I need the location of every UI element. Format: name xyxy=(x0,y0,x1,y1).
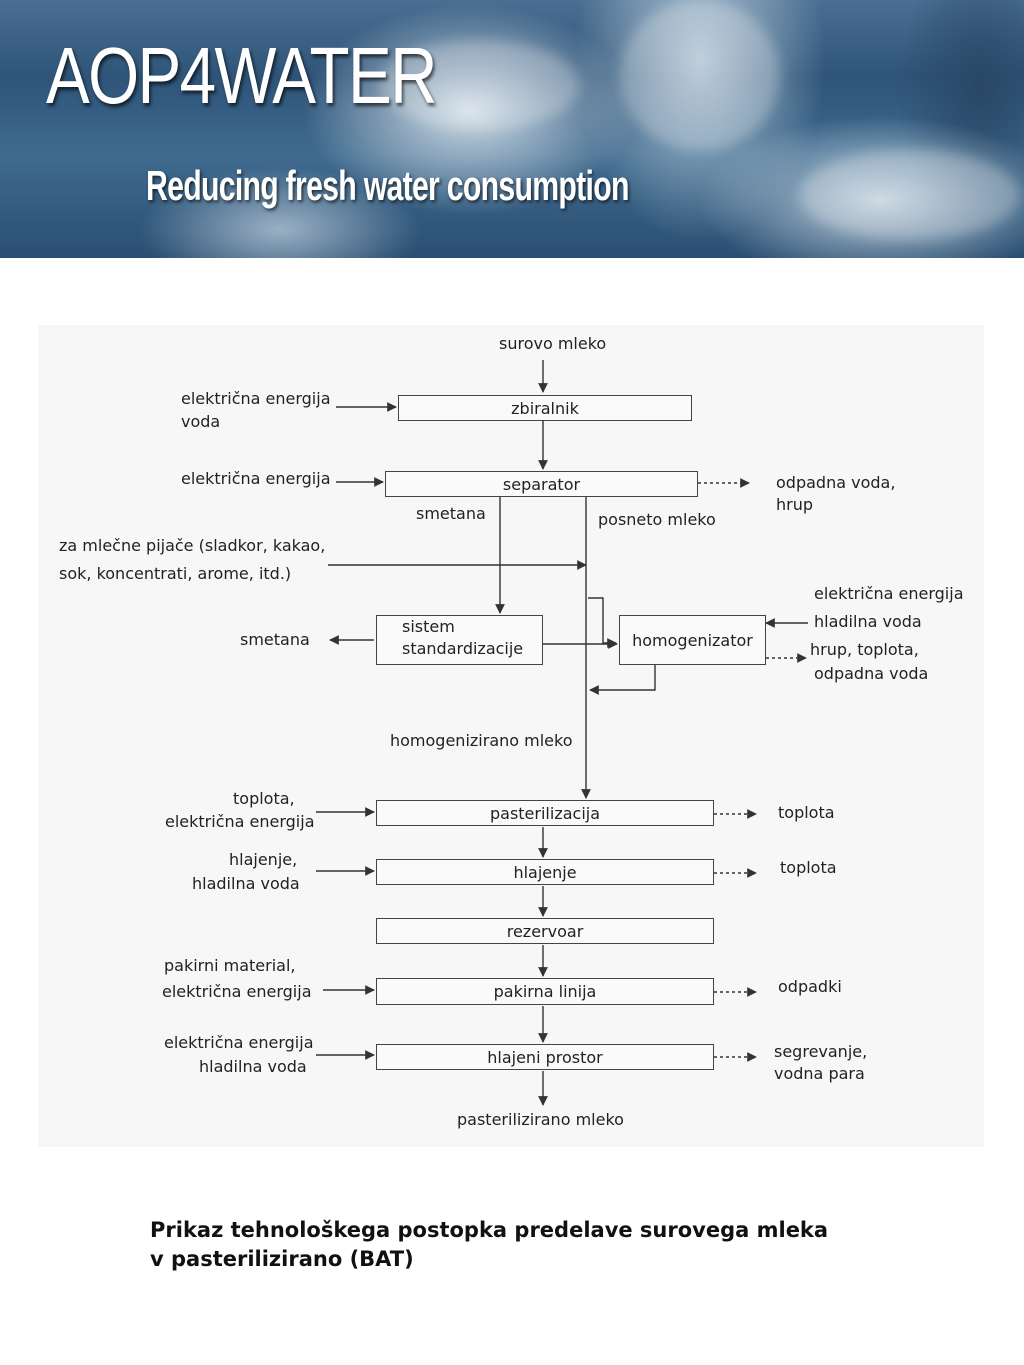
input-pasteur-2: električna energija xyxy=(165,812,315,831)
input-packing-1: pakirni material, xyxy=(164,956,296,975)
stream-skim-milk: posneto mleko xyxy=(598,510,716,529)
step-homogenizator: homogenizator xyxy=(619,615,766,665)
output-homogenizator-2: odpadna voda xyxy=(814,664,929,683)
stream-cream: smetana xyxy=(416,504,486,523)
banner-subtitle: Reducing fresh water consumption xyxy=(146,162,629,209)
wave-highlight xyxy=(380,40,580,130)
banner-title: AOP4WATER xyxy=(46,31,437,120)
wave-highlight xyxy=(620,0,780,150)
process-flow-diagram: zbiralnik separator sistem standardizaci… xyxy=(38,325,984,1147)
input-storage-1: električna energija xyxy=(164,1033,314,1052)
input-homogenizator-1: električna energija xyxy=(814,584,964,603)
step-pasterilizacija: pasterilizacija xyxy=(376,800,714,826)
input-packing-2: električna energija xyxy=(162,982,312,1001)
input-cooling-1: hlajenje, xyxy=(229,850,298,869)
step-standardization-line1: sistem xyxy=(402,617,455,636)
input-zbiralnik-2: voda xyxy=(181,412,221,431)
step-standardization: sistem standardizacije xyxy=(376,615,543,665)
output-storage-2: vodna para xyxy=(774,1064,865,1083)
input-drinks-2: sok, koncentrati, arome, itd.) xyxy=(59,564,292,583)
output-homogenizator-1: hrup, toplota, xyxy=(810,640,919,659)
label-pasteurized-milk: pasterilizirano mleko xyxy=(457,1110,624,1129)
label-raw-milk: surovo mleko xyxy=(499,334,607,353)
step-zbiralnik: zbiralnik xyxy=(398,395,692,421)
step-hlajeni-prostor: hlajeni prostor xyxy=(376,1044,714,1070)
arrow-skim-to-homogenizator xyxy=(588,597,617,648)
input-homogenizator-2: hladilna voda xyxy=(814,612,922,631)
step-rezervoar: rezervoar xyxy=(376,918,714,944)
caption-line-1: Prikaz tehnološkega postopka predelave s… xyxy=(150,1218,829,1242)
input-pasteur-1: toplota, xyxy=(233,789,295,808)
output-cream: smetana xyxy=(240,630,310,649)
flow-connectors xyxy=(316,360,808,1106)
header-banner: AOP4WATER Reducing fresh water consumpti… xyxy=(0,0,1024,258)
input-separator: električna energija xyxy=(181,469,331,488)
caption-line-2: v pasterilizirano (BAT) xyxy=(150,1247,414,1271)
output-storage-1: segrevanje, xyxy=(774,1042,868,1061)
input-drinks-1: za mlečne pijače (sladkor, kakao, xyxy=(59,536,326,555)
arrow-homogenizator-return xyxy=(589,665,656,695)
step-hlajenje: hlajenje xyxy=(376,859,714,885)
figure-caption: Prikaz tehnološkega postopka predelave s… xyxy=(150,1216,950,1274)
output-cooling: toplota xyxy=(780,858,837,877)
input-storage-2: hladilna voda xyxy=(199,1057,307,1076)
output-pasteur: toplota xyxy=(778,803,835,822)
step-pakirna-linija: pakirna linija xyxy=(376,978,714,1005)
output-separator-2: hrup xyxy=(776,495,814,514)
input-cooling-2: hladilna voda xyxy=(192,874,300,893)
wave-highlight xyxy=(800,150,1020,240)
output-separator-1: odpadna voda, xyxy=(776,473,896,492)
input-zbiralnik-1: električna energija xyxy=(181,389,331,408)
stream-homogenized-milk: homogenizirano mleko xyxy=(390,731,573,750)
output-packing: odpadki xyxy=(778,977,842,996)
step-separator: separator xyxy=(385,471,698,497)
step-standardization-line2: standardizacije xyxy=(402,639,524,658)
